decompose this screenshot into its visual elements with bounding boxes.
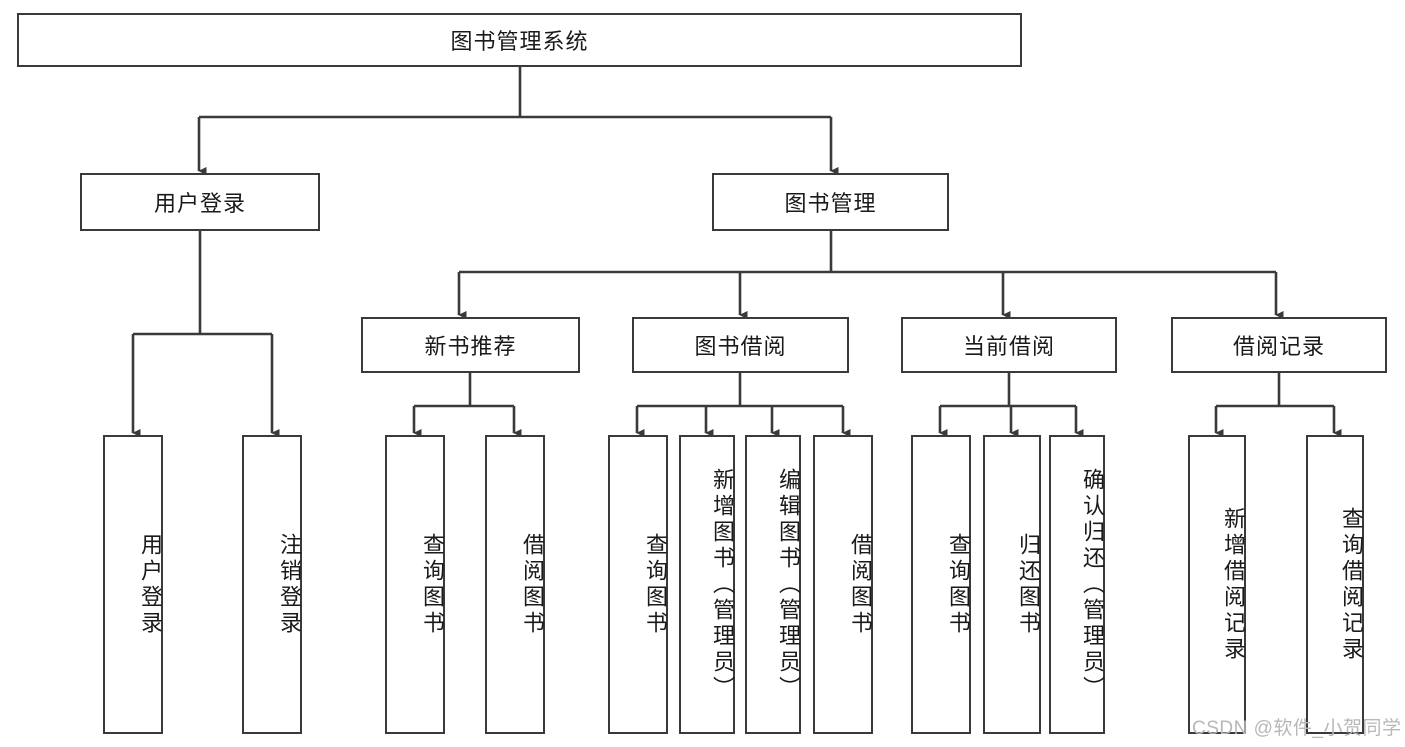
node-leaf-borrow-book-1[interactable]: 借阅图书 (485, 435, 545, 734)
node-leaf-edit-book-admin[interactable]: 编辑图书（管理员） (745, 435, 801, 734)
node-leaf-query-borrow-record[interactable]: 查询借阅记录 (1306, 435, 1364, 734)
csdn-watermark: CSDN @软件_小贺同学 (1192, 718, 1402, 739)
node-label: 归还图书 (1016, 532, 1041, 637)
node-leaf-user-login[interactable]: 用户登录 (103, 435, 163, 734)
node-label: 用户登录 (138, 532, 163, 637)
node-label: 用户登录 (153, 191, 246, 216)
node-current-borrow[interactable]: 当前借阅 (901, 317, 1117, 373)
node-label: 新增图书（管理员） (710, 467, 735, 702)
node-leaf-borrow-book-2[interactable]: 借阅图书 (813, 435, 873, 734)
node-root[interactable]: 图书管理系统 (17, 13, 1022, 67)
node-label: 图书管理系统 (450, 29, 589, 54)
node-leaf-logout-login[interactable]: 注销登录 (242, 435, 302, 734)
node-leaf-query-book-1[interactable]: 查询图书 (385, 435, 445, 734)
node-label: 借阅记录 (1232, 334, 1325, 359)
node-borrow-record[interactable]: 借阅记录 (1171, 317, 1387, 373)
node-label: 图书借阅 (694, 334, 787, 359)
node-label: 编辑图书（管理员） (776, 467, 801, 702)
node-leaf-add-book-admin[interactable]: 新增图书（管理员） (679, 435, 735, 734)
node-label: 新增借阅记录 (1221, 506, 1246, 663)
node-leaf-return-book[interactable]: 归还图书 (983, 435, 1041, 734)
node-leaf-query-book-2[interactable]: 查询图书 (608, 435, 668, 734)
node-label: 查询图书 (643, 532, 668, 637)
node-new-book-recommend[interactable]: 新书推荐 (361, 317, 580, 373)
node-book-borrow[interactable]: 图书借阅 (632, 317, 849, 373)
node-user-login[interactable]: 用户登录 (80, 173, 320, 231)
node-label: 图书管理 (784, 191, 877, 216)
node-leaf-query-book-3[interactable]: 查询图书 (911, 435, 971, 734)
node-label: 查询借阅记录 (1339, 506, 1364, 663)
node-label: 确认归还（管理员） (1080, 467, 1105, 702)
node-label: 查询图书 (420, 532, 445, 637)
node-label: 借阅图书 (520, 532, 545, 637)
node-label: 当前借阅 (962, 334, 1055, 359)
node-label: 新书推荐 (424, 334, 517, 359)
node-leaf-add-borrow-record[interactable]: 新增借阅记录 (1188, 435, 1246, 734)
node-leaf-confirm-return-admin[interactable]: 确认归还（管理员） (1049, 435, 1105, 734)
node-label: 借阅图书 (848, 532, 873, 637)
node-label: 注销登录 (277, 532, 302, 637)
node-label: 查询图书 (946, 532, 971, 637)
node-book-manage[interactable]: 图书管理 (712, 173, 949, 231)
